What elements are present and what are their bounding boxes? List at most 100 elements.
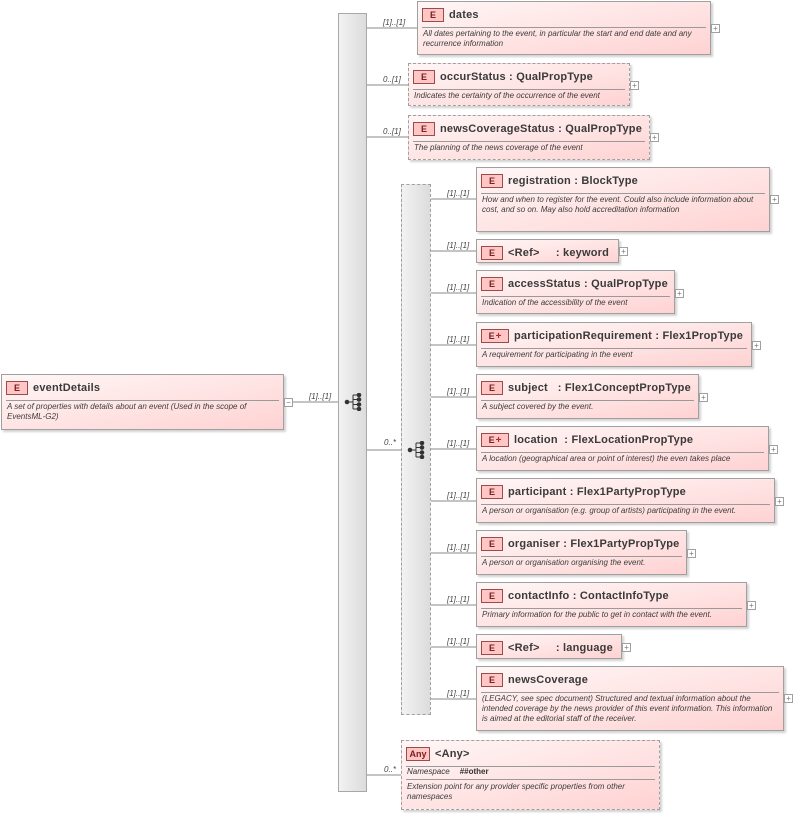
header-divider bbox=[413, 89, 625, 90]
expand-icon[interactable]: + bbox=[622, 643, 631, 652]
element-any[interactable]: Any <Any> Namespace##other Extension poin… bbox=[401, 740, 660, 810]
element-description: A person or organisation (e.g. group of … bbox=[482, 506, 737, 515]
cardinality-dates: [1]..[1] bbox=[383, 18, 406, 27]
expand-icon[interactable]: + bbox=[675, 289, 684, 298]
cardinality-occurStatus: 0..[1] bbox=[383, 75, 401, 84]
element-description: A subject covered by the event. bbox=[482, 402, 594, 411]
element-name: <Ref> : keyword bbox=[508, 246, 610, 259]
element-badge-icon: E bbox=[481, 536, 503, 551]
header-divider bbox=[481, 452, 764, 453]
element-name: newsCoverage bbox=[508, 673, 589, 686]
element-name: <Any> bbox=[435, 747, 470, 760]
element-description: Extension point for any provider specifi… bbox=[407, 782, 625, 801]
cardinality-accessStatus: [1]..[1] bbox=[447, 283, 470, 292]
header-divider bbox=[481, 608, 742, 609]
element-description: Indication of the accessibility of the e… bbox=[482, 298, 628, 307]
header-divider bbox=[413, 141, 645, 142]
element-name: subject : Flex1ConceptPropType bbox=[508, 381, 691, 394]
expand-icon[interactable]: + bbox=[770, 195, 779, 204]
element-description: The planning of the news coverage of the… bbox=[414, 143, 583, 152]
sequence-bar-inner bbox=[401, 184, 431, 715]
element-badge-icon: E bbox=[481, 640, 503, 655]
cardinality-ref-keyword: [1]..[1] bbox=[447, 241, 470, 250]
element-badge-icon: E bbox=[481, 380, 503, 395]
cardinality-any: 0..* bbox=[384, 765, 397, 774]
header-divider bbox=[481, 296, 670, 297]
element-description: Indicates the certainty of the occurrenc… bbox=[414, 91, 600, 100]
header-divider bbox=[481, 692, 779, 693]
element-badge-icon: E bbox=[481, 245, 503, 260]
element-badge-icon: E bbox=[481, 672, 503, 687]
sequence-icon bbox=[344, 393, 362, 411]
header-divider bbox=[481, 400, 694, 401]
expand-icon[interactable]: + bbox=[687, 549, 696, 558]
element-badge-icon: E+ bbox=[481, 328, 509, 343]
cardinality-contactInfo: [1]..[1] bbox=[447, 595, 470, 604]
element-ref-keyword[interactable]: E <Ref> : keyword bbox=[476, 239, 619, 263]
header-divider bbox=[481, 348, 747, 349]
element-description: (LEGACY, see spec document) Structured a… bbox=[482, 694, 773, 723]
expand-icon[interactable]: + bbox=[630, 81, 639, 90]
cardinality-inner-group: 0..* bbox=[384, 438, 397, 447]
cardinality-ref-language: [1]..[1] bbox=[447, 637, 470, 646]
header-divider bbox=[481, 504, 770, 505]
header-divider bbox=[6, 400, 279, 401]
element-description: How and when to register for the event. … bbox=[482, 195, 754, 214]
namespace-label: Namespace bbox=[407, 767, 450, 776]
expand-icon[interactable]: + bbox=[711, 24, 720, 33]
element-name: occurStatus : QualPropType bbox=[440, 70, 593, 83]
namespace-row: Namespace##other bbox=[407, 767, 655, 779]
element-description: A set of properties with details about a… bbox=[7, 402, 247, 421]
element-badge-icon: E+ bbox=[481, 432, 509, 447]
element-name: eventDetails bbox=[33, 381, 101, 394]
expand-icon[interactable]: + bbox=[775, 497, 784, 506]
element-ref-language[interactable]: E <Ref> : language bbox=[476, 634, 622, 659]
element-name: location : FlexLocationPropType bbox=[514, 433, 694, 446]
root-cardinality: [1]..[1] bbox=[309, 392, 332, 401]
element-name: accessStatus : QualPropType bbox=[508, 277, 668, 290]
any-badge-icon: Any bbox=[406, 746, 430, 761]
sequence-icon bbox=[407, 441, 425, 459]
element-badge-icon: E bbox=[481, 484, 503, 499]
expand-icon[interactable]: + bbox=[650, 133, 659, 142]
element-name: dates bbox=[449, 8, 479, 21]
element-name: <Ref> : language bbox=[508, 641, 613, 654]
element-name: participationRequirement : Flex1PropType bbox=[514, 329, 744, 342]
expand-icon[interactable]: + bbox=[784, 694, 793, 703]
namespace-divider bbox=[406, 779, 655, 780]
collapse-icon[interactable]: − bbox=[284, 398, 293, 407]
expand-icon[interactable]: + bbox=[769, 445, 778, 454]
expand-icon[interactable]: + bbox=[747, 601, 756, 610]
element-name: participant : Flex1PartyPropType bbox=[508, 485, 687, 498]
expand-icon[interactable]: + bbox=[699, 393, 708, 402]
cardinality-newsCoverage: [1]..[1] bbox=[447, 689, 470, 698]
element-badge-icon: E bbox=[422, 7, 444, 22]
expand-icon[interactable]: + bbox=[619, 247, 628, 256]
element-participationRequirement[interactable]: E+ participationRequirement : Flex1PropTy… bbox=[476, 322, 752, 367]
cardinality-location: [1]..[1] bbox=[447, 439, 470, 448]
cardinality-subject: [1]..[1] bbox=[447, 387, 470, 396]
element-name: organiser : Flex1PartyPropType bbox=[508, 537, 680, 550]
element-badge-icon: E bbox=[6, 380, 28, 395]
cardinality-newsCoverageStatus: 0..[1] bbox=[383, 127, 401, 136]
element-description: All dates pertaining to the event, in pa… bbox=[423, 29, 692, 48]
element-badge-icon: E bbox=[481, 276, 503, 291]
element-location[interactable]: E+location : FlexLocationPropType A loca… bbox=[476, 426, 769, 471]
element-badge-icon: E bbox=[413, 121, 435, 136]
element-badge-icon: E bbox=[481, 588, 503, 603]
expand-icon[interactable]: + bbox=[752, 341, 761, 350]
element-name: newsCoverageStatus : QualPropType bbox=[440, 122, 643, 135]
header-divider bbox=[422, 27, 706, 28]
